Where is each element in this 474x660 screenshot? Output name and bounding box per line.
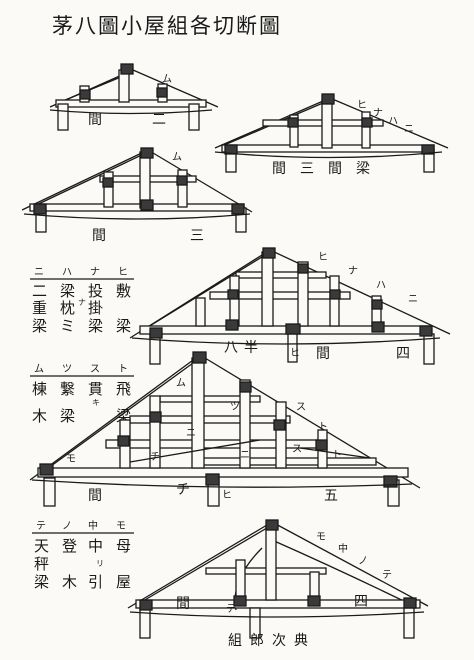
legend3-r2-3: 屋	[116, 573, 131, 591]
d6-label-1: 中	[338, 542, 348, 555]
d2-rafter-label-1: ナ	[373, 107, 383, 119]
legend3-kana-0: テ	[36, 521, 46, 532]
legend3-kana-2: 中	[88, 519, 98, 532]
d6-label-3: テ	[382, 570, 392, 581]
d5-label-4: ト	[318, 422, 328, 433]
legend3-r0-3: 母	[116, 537, 131, 555]
truss-diagram-2	[214, 93, 449, 173]
legend2-ruby: キ	[92, 398, 100, 407]
d3-caption-1: 三	[190, 228, 204, 244]
legend1-r2-2: 梁	[88, 317, 103, 335]
d4-caption-1: 間	[316, 346, 330, 362]
legend3-r2-1: 木	[62, 573, 77, 591]
d6-caption-0: 四	[354, 594, 368, 610]
d6-label-2: ノ	[358, 556, 368, 567]
legend1-kana-2: ナ	[90, 266, 100, 278]
d5-caption-2: チ	[176, 482, 190, 498]
d4-rafter-label-2: ハ	[376, 280, 386, 291]
legend3-r2-2: 引	[88, 573, 103, 591]
d3-caption-0: 間	[92, 228, 106, 244]
page-title: 茅八圖小屋組各切断圖	[52, 14, 282, 38]
truss-diagram-5	[29, 351, 421, 507]
legend1-r0-2: 投	[88, 282, 103, 300]
legend3-r0-0: 天	[34, 537, 49, 555]
d4-rafter-label-1: ナ	[348, 265, 358, 277]
d5-label-6: ト	[332, 450, 342, 461]
legend2-r0-3: 飛	[116, 380, 131, 398]
d5-label-7: ニ	[240, 450, 250, 461]
d3-rafter-label: ム	[172, 151, 182, 163]
legend2-r0-0: 棟	[32, 380, 47, 398]
d1-caption-0: 間	[88, 112, 102, 128]
truss-diagram-3	[21, 147, 253, 233]
legend2-kana-2: ス	[90, 364, 100, 375]
legend1-r1-1: 枕	[60, 299, 75, 317]
d6-label-0: モ	[316, 532, 326, 543]
d5-label-8: チ	[150, 451, 160, 463]
legend1-r1-0: 重	[32, 299, 47, 317]
d5-label-0: ム	[176, 377, 186, 389]
d2-rafter-label-2: ハ	[388, 116, 398, 127]
legend3-r2-0: 梁	[34, 573, 49, 591]
legend1-kana-0: ニ	[34, 267, 44, 278]
legend2-kana-1: ツ	[62, 364, 72, 375]
legend3-r0-2: 中	[88, 537, 103, 555]
d5-label-5: ス	[292, 444, 302, 455]
d5-caption-3: 間	[88, 488, 102, 504]
legend3-kana-3: モ	[116, 521, 126, 532]
legend3-r1-0: 秤	[34, 555, 49, 573]
truss-diagram-6	[127, 519, 429, 639]
d5-label-3: ス	[296, 402, 306, 413]
d2-caption-3: 梁	[356, 161, 370, 177]
d6-caption-2: 間	[176, 596, 190, 612]
legend1-r0-0: 二	[32, 282, 47, 300]
legend1-r2-3: 梁	[116, 317, 131, 335]
legend-2: ム ツ ス ト 棟 繋 貫 飛 キ 木 梁 梁	[30, 363, 134, 425]
legend2-kana-3: ト	[118, 364, 128, 375]
d1-caption-1: 二	[152, 112, 166, 128]
d2-rafter-label-0: ヒ	[357, 99, 367, 111]
legend-3: テ ノ 中 モ 天 登 中 母 秤 リ 梁 木 引 屋	[32, 519, 134, 591]
d6-caption-1: テ	[226, 604, 236, 615]
legend1-ruby: ナ	[78, 298, 86, 307]
d5-label-2: ニ	[186, 428, 196, 439]
d4-caption-3: 半	[244, 340, 258, 356]
legend1-r2-1: ミ	[60, 317, 75, 335]
legend2-kana-0: ム	[34, 363, 44, 375]
d4-caption-2: ヒ	[290, 347, 300, 359]
d5-caption-1: ヒ	[222, 489, 232, 501]
d5-label-9: モ	[66, 454, 76, 465]
author-credit: 組郎次典	[228, 633, 316, 649]
legend1-r0-3: 敷	[116, 282, 131, 300]
legend3-r0-1: 登	[62, 537, 77, 555]
d4-rafter-label-3: ニ	[408, 294, 418, 305]
legend1-kana-1: ハ	[62, 267, 72, 278]
legend3-kana-1: ノ	[62, 521, 72, 532]
d4-caption-4: 八	[224, 340, 238, 356]
d5-label-1: ツ	[230, 402, 240, 413]
legend3-ruby: リ	[96, 559, 104, 568]
legend2-r2-1: 梁	[60, 407, 75, 425]
legend2-r0-2: 貫	[88, 380, 103, 398]
d4-caption-0: 四	[396, 346, 410, 362]
legend1-r2-0: 梁	[32, 317, 47, 335]
legend2-r2-0: 木	[32, 407, 47, 425]
legend1-r1-2: 掛	[88, 299, 103, 317]
d1-rafter-label: ム	[162, 73, 172, 85]
page-title-text: 茅八圖小屋組各切断圖	[52, 14, 282, 38]
d2-caption-2: 間	[328, 161, 342, 177]
legend-1: ニ ハ ナ ヒ 二 梁 投 敷 重 枕 掛 ナ 梁 ミ 梁 梁	[30, 266, 134, 335]
legend1-r0-1: 梁	[60, 282, 75, 300]
d2-caption-1: 三	[300, 161, 314, 177]
legend2-r0-1: 繋	[60, 380, 75, 398]
d4-rafter-label-0: ヒ	[318, 251, 328, 263]
legend1-kana-3: ヒ	[118, 266, 128, 278]
truss-diagram-4	[129, 247, 451, 365]
d2-caption-0: 間	[272, 161, 286, 177]
truss-diagram-1	[49, 63, 219, 131]
d2-rafter-label-3: ニ	[404, 124, 414, 135]
d5-caption-0: 五	[324, 488, 338, 504]
